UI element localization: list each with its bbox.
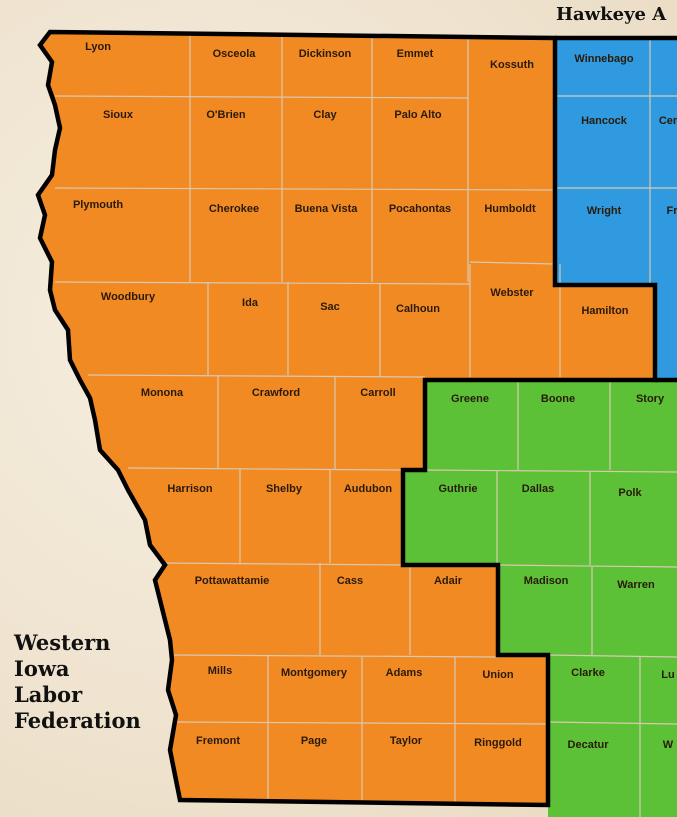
- western-title-line: Labor: [14, 682, 83, 707]
- county-label: Hancock: [581, 115, 628, 127]
- county-label: Palo Alto: [394, 109, 442, 121]
- county-label: Decatur: [568, 739, 610, 751]
- county-label: Plymouth: [73, 199, 123, 211]
- western-title-line: Iowa: [14, 656, 70, 681]
- county-label: Fr: [667, 205, 677, 217]
- county-label: Crawford: [252, 387, 300, 399]
- county-label: Osceola: [213, 48, 257, 60]
- county-label: Guthrie: [438, 483, 477, 495]
- county-label: Ida: [242, 297, 259, 309]
- county-label: Sac: [320, 301, 340, 313]
- county-label: Adair: [434, 575, 463, 587]
- western-region-area[interactable]: [38, 32, 655, 805]
- county-label: Wright: [587, 205, 622, 217]
- county-label: Emmet: [397, 48, 434, 60]
- hawkeye-region-title: Hawkeye A: [556, 4, 667, 25]
- county-label: Harrison: [167, 483, 213, 495]
- county-label: Woodbury: [101, 291, 156, 303]
- county-label: Audubon: [344, 483, 393, 495]
- western-region-title: Western Iowa Labor Federation: [14, 630, 174, 734]
- county-label: Madison: [524, 575, 569, 587]
- county-label: Clay: [313, 109, 337, 121]
- county-label: Hamilton: [581, 305, 628, 317]
- county-label: Webster: [490, 287, 534, 299]
- county-label: Sioux: [103, 109, 134, 121]
- hawkeye-region-area[interactable]: [555, 38, 677, 380]
- county-label: Greene: [451, 393, 489, 405]
- county-label: Dallas: [522, 483, 554, 495]
- county-label: Calhoun: [396, 303, 440, 315]
- county-label: Montgomery: [281, 667, 348, 679]
- western-title-line: Federation: [14, 708, 141, 733]
- county-label: Pottawattamie: [195, 575, 270, 587]
- county-label: Page: [301, 735, 327, 747]
- county-label: W: [663, 739, 674, 751]
- county-label: Mills: [208, 665, 232, 677]
- county-label: Shelby: [266, 483, 303, 495]
- county-label: O'Brien: [206, 109, 246, 121]
- county-label: Lyon: [85, 41, 111, 53]
- county-label: Adams: [386, 667, 423, 679]
- county-label: Fremont: [196, 735, 240, 747]
- county-label: Cer: [659, 115, 677, 127]
- county-label: Story: [636, 393, 665, 405]
- county-label: Cass: [337, 575, 363, 587]
- county-label: Polk: [618, 487, 642, 499]
- county-label: Winnebago: [574, 53, 633, 65]
- county-label: Cherokee: [209, 203, 259, 215]
- county-label: Clarke: [571, 667, 605, 679]
- county-label: Buena Vista: [295, 203, 359, 215]
- western-title-line: Western: [14, 630, 111, 655]
- county-boundaries: [54, 36, 677, 817]
- county-label: Boone: [541, 393, 575, 405]
- county-label: Kossuth: [490, 59, 534, 71]
- region-borders: [35, 29, 677, 808]
- county-label: Taylor: [390, 735, 423, 747]
- county-label: Union: [482, 669, 513, 681]
- county-label: Humboldt: [484, 203, 536, 215]
- county-label: Monona: [141, 387, 184, 399]
- central-region-area[interactable]: [403, 380, 677, 817]
- county-label: Ringgold: [474, 737, 522, 749]
- county-label: Dickinson: [299, 48, 352, 60]
- county-label: Pocahontas: [389, 203, 451, 215]
- county-label: Carroll: [360, 387, 395, 399]
- county-label: Warren: [617, 579, 655, 591]
- county-label: Lu: [661, 669, 674, 681]
